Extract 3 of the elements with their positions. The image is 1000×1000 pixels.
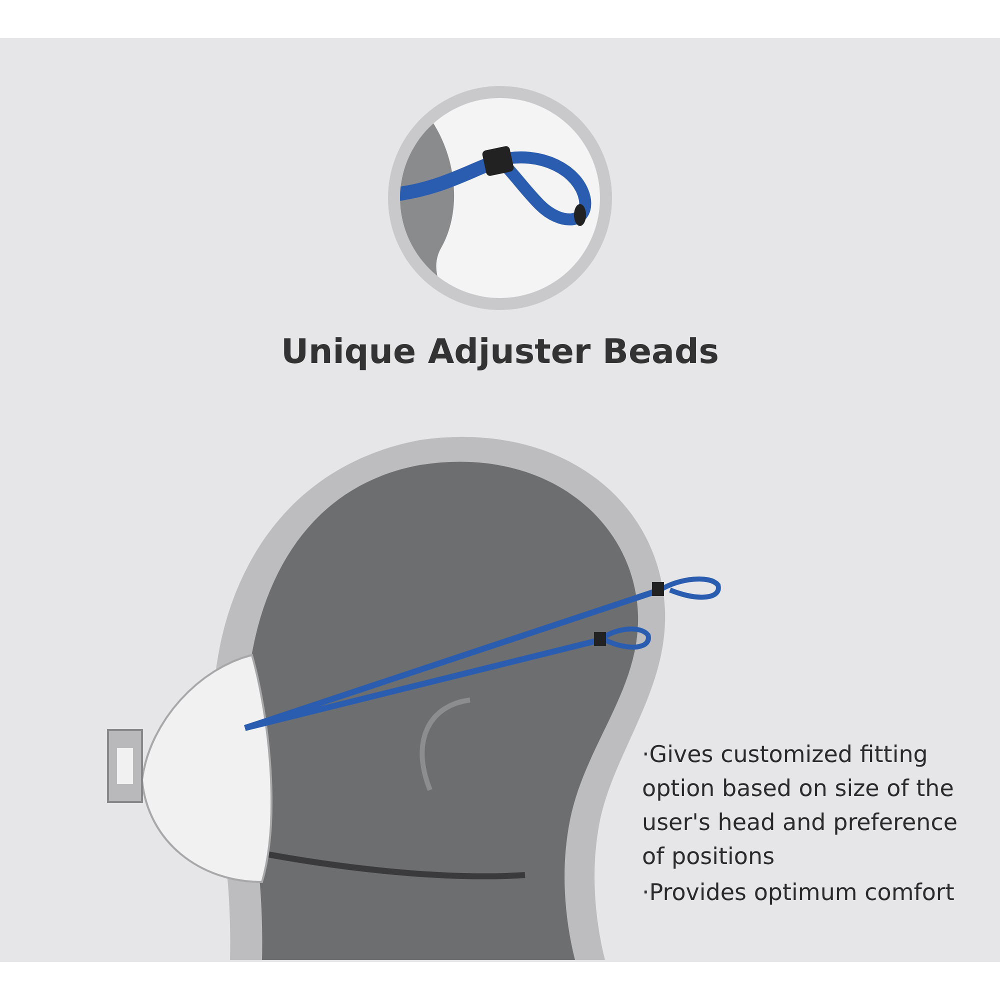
bullet-text: ·Gives customized fitting option based on size of the user's head and preference of positions <box>642 741 959 872</box>
heading: Unique Adjuster Beads <box>280 332 720 372</box>
bullet-text: ·Provides optimum comfort <box>642 879 956 908</box>
